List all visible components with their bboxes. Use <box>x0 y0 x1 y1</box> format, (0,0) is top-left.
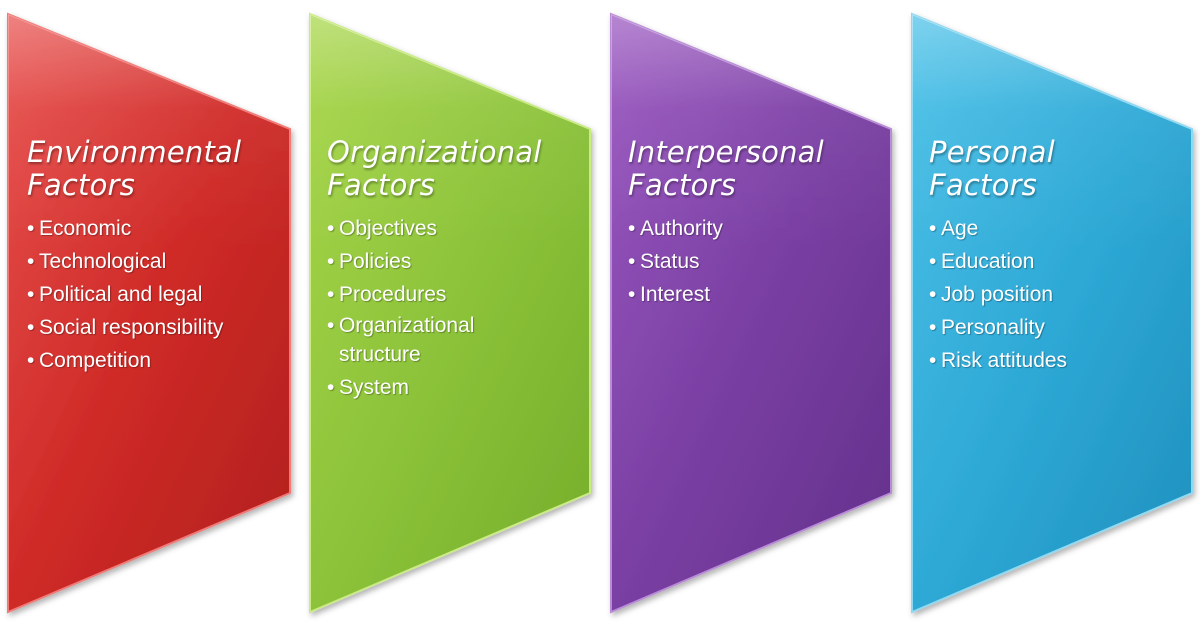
personal-factors-block: Personal Factors Age Education Job posit… <box>929 135 1191 378</box>
interpersonal-factors-title: Interpersonal Factors <box>628 135 824 202</box>
personal-factors-title: Personal Factors <box>929 135 1055 202</box>
list-item: Political and legal <box>27 278 289 311</box>
list-item: Job position <box>929 278 1191 311</box>
interpersonal-factors-list: Authority Status Interest <box>628 212 890 311</box>
list-item: Objectives <box>327 212 589 245</box>
organizational-factors-block: Organizational Factors Objectives Polici… <box>327 135 589 405</box>
list-item: Economic <box>27 212 289 245</box>
personal-factors-list: Age Education Job position Personality R… <box>929 212 1191 377</box>
list-item: Authority <box>628 212 890 245</box>
environmental-factors-block: Environmental Factors Economic Technolog… <box>27 135 289 378</box>
list-item: Policies <box>327 245 589 278</box>
interpersonal-factors-block: Interpersonal Factors Authority Status I… <box>628 135 890 312</box>
list-item: Social responsibility <box>27 311 289 344</box>
list-item: Personality <box>929 311 1191 344</box>
list-item: System <box>327 371 589 404</box>
list-item: Procedures <box>327 278 589 311</box>
list-item: Competition <box>27 344 289 377</box>
organizational-factors-title: Organizational Factors <box>327 135 542 202</box>
list-item: Organizational structure <box>327 311 519 371</box>
chevron-interpersonal <box>610 12 892 614</box>
environmental-factors-list: Economic Technological Political and leg… <box>27 212 289 377</box>
list-item: Technological <box>27 245 289 278</box>
list-item: Education <box>929 245 1191 278</box>
list-item: Status <box>628 245 890 278</box>
list-item: Risk attitudes <box>929 344 1191 377</box>
organizational-factors-list: Objectives Policies Procedures Organizat… <box>327 212 589 404</box>
environmental-factors-title: Environmental Factors <box>27 135 242 202</box>
list-item: Age <box>929 212 1191 245</box>
list-item: Interest <box>628 278 890 311</box>
